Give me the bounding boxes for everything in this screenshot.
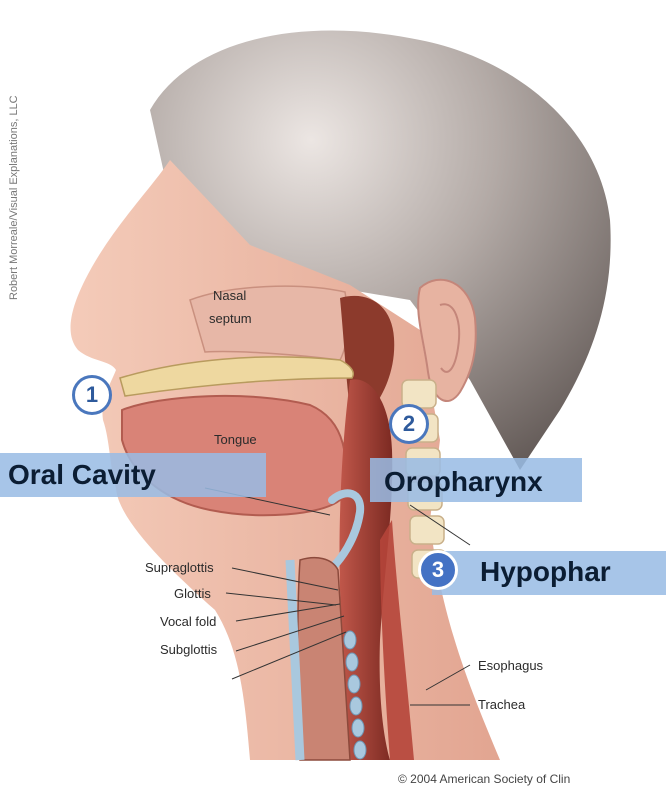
oropharynx-label: Oropharynx	[384, 466, 543, 498]
region-number-1: 1	[72, 375, 112, 415]
supraglottis-label: Supraglottis	[145, 560, 214, 575]
region-number-3: 3	[418, 550, 458, 590]
glottis-label: Glottis	[174, 586, 211, 601]
hypopharynx-label: Hypophar	[480, 556, 611, 588]
vocal-fold-label: Vocal fold	[160, 614, 216, 629]
region-number-2: 2	[389, 404, 429, 444]
esophagus-label: Esophagus	[478, 658, 543, 673]
tongue-label: Tongue	[214, 432, 257, 447]
subglottis-label: Subglottis	[160, 642, 217, 657]
illustrator-credit: Robert Morreale/Visual Explanations, LLC	[8, 95, 20, 300]
trachea-label: Trachea	[478, 697, 525, 712]
oral-cavity-label: Oral Cavity	[8, 459, 156, 491]
copyright-notice: © 2004 American Society of Clin	[398, 772, 570, 786]
nasal-label-line1: Nasal	[213, 288, 246, 303]
nasal-label-line2: septum	[209, 311, 252, 326]
